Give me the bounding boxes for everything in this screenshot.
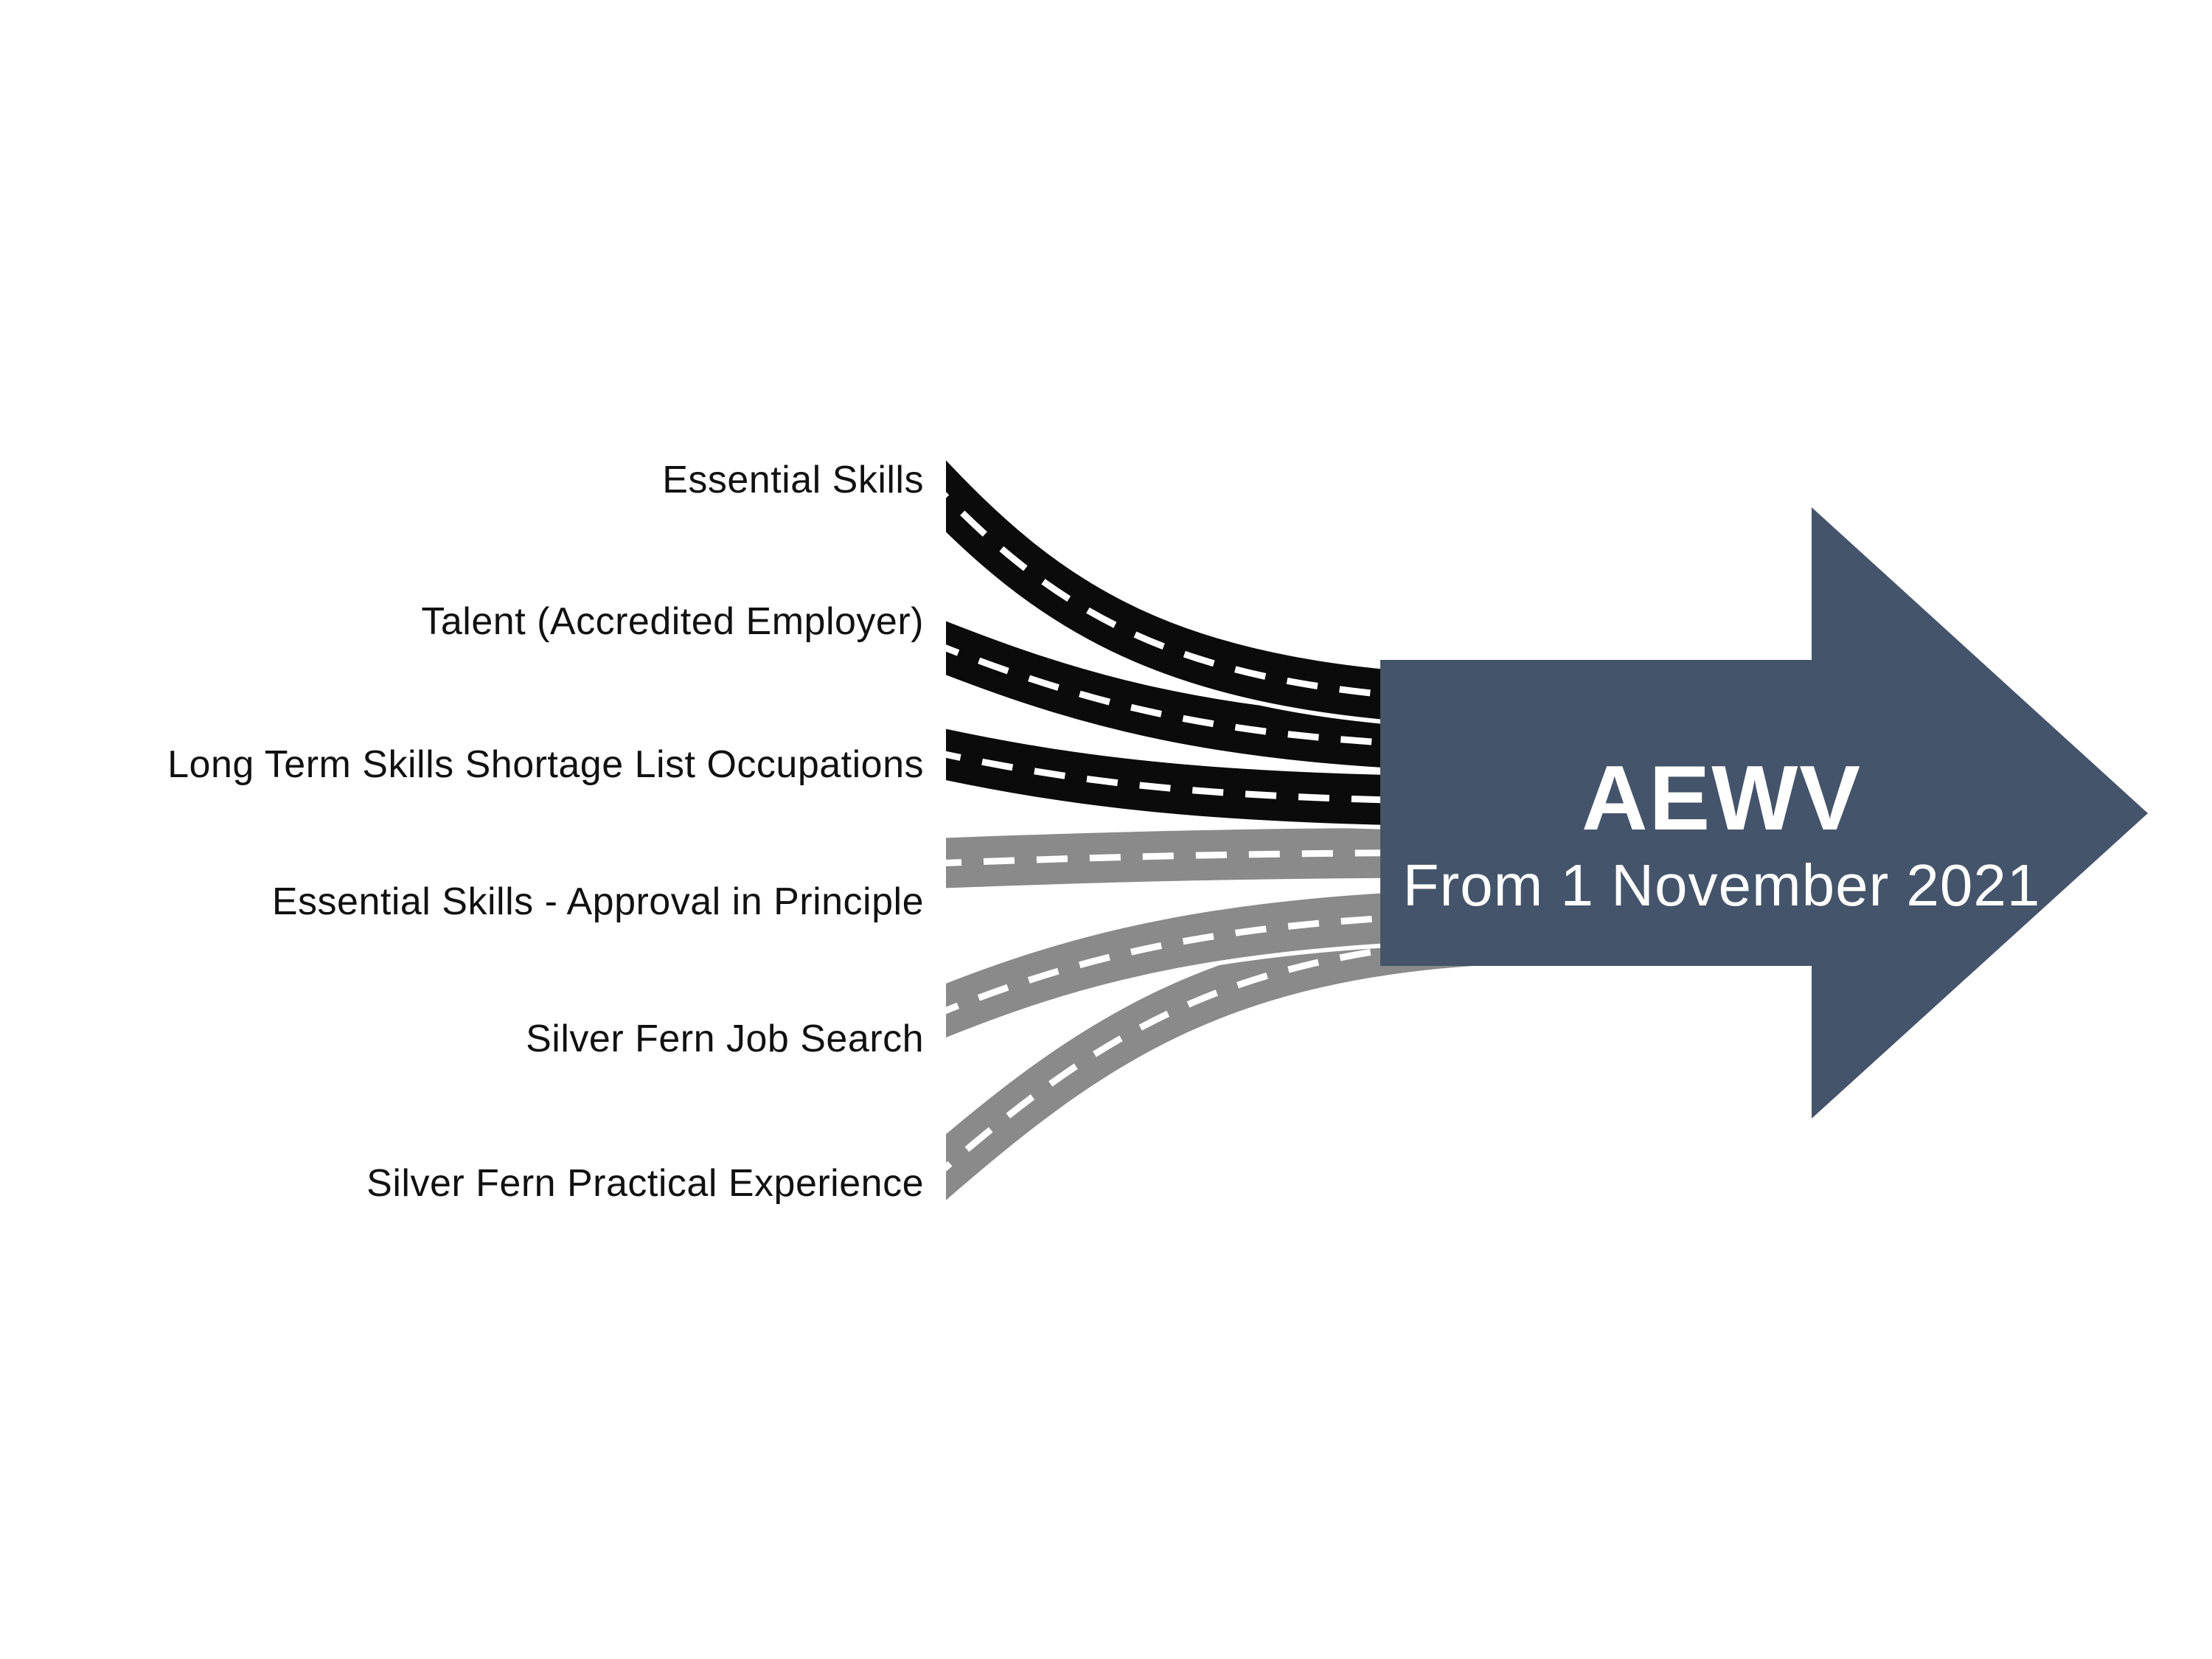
road-label-silver-fern-job-search: Silver Fern Job Search bbox=[526, 1018, 924, 1060]
arrow-subtitle: From 1 November 2021 bbox=[1403, 852, 2041, 918]
road-label-talent-accredited-employer: Talent (Accredited Employer) bbox=[421, 600, 924, 643]
aewv-arrow-shape bbox=[1380, 507, 2148, 1119]
road-label-silver-fern-practical-experience: Silver Fern Practical Experience bbox=[366, 1162, 924, 1205]
road-label-ltssl-occupations: Long Term Skills Shortage List Occupatio… bbox=[167, 743, 924, 786]
arrow-title: AEWV bbox=[1582, 748, 1862, 849]
road-label-essential-skills: Essential Skills bbox=[662, 459, 924, 501]
road-label-essential-skills-aip: Essential Skills - Approval in Principle bbox=[272, 880, 924, 923]
